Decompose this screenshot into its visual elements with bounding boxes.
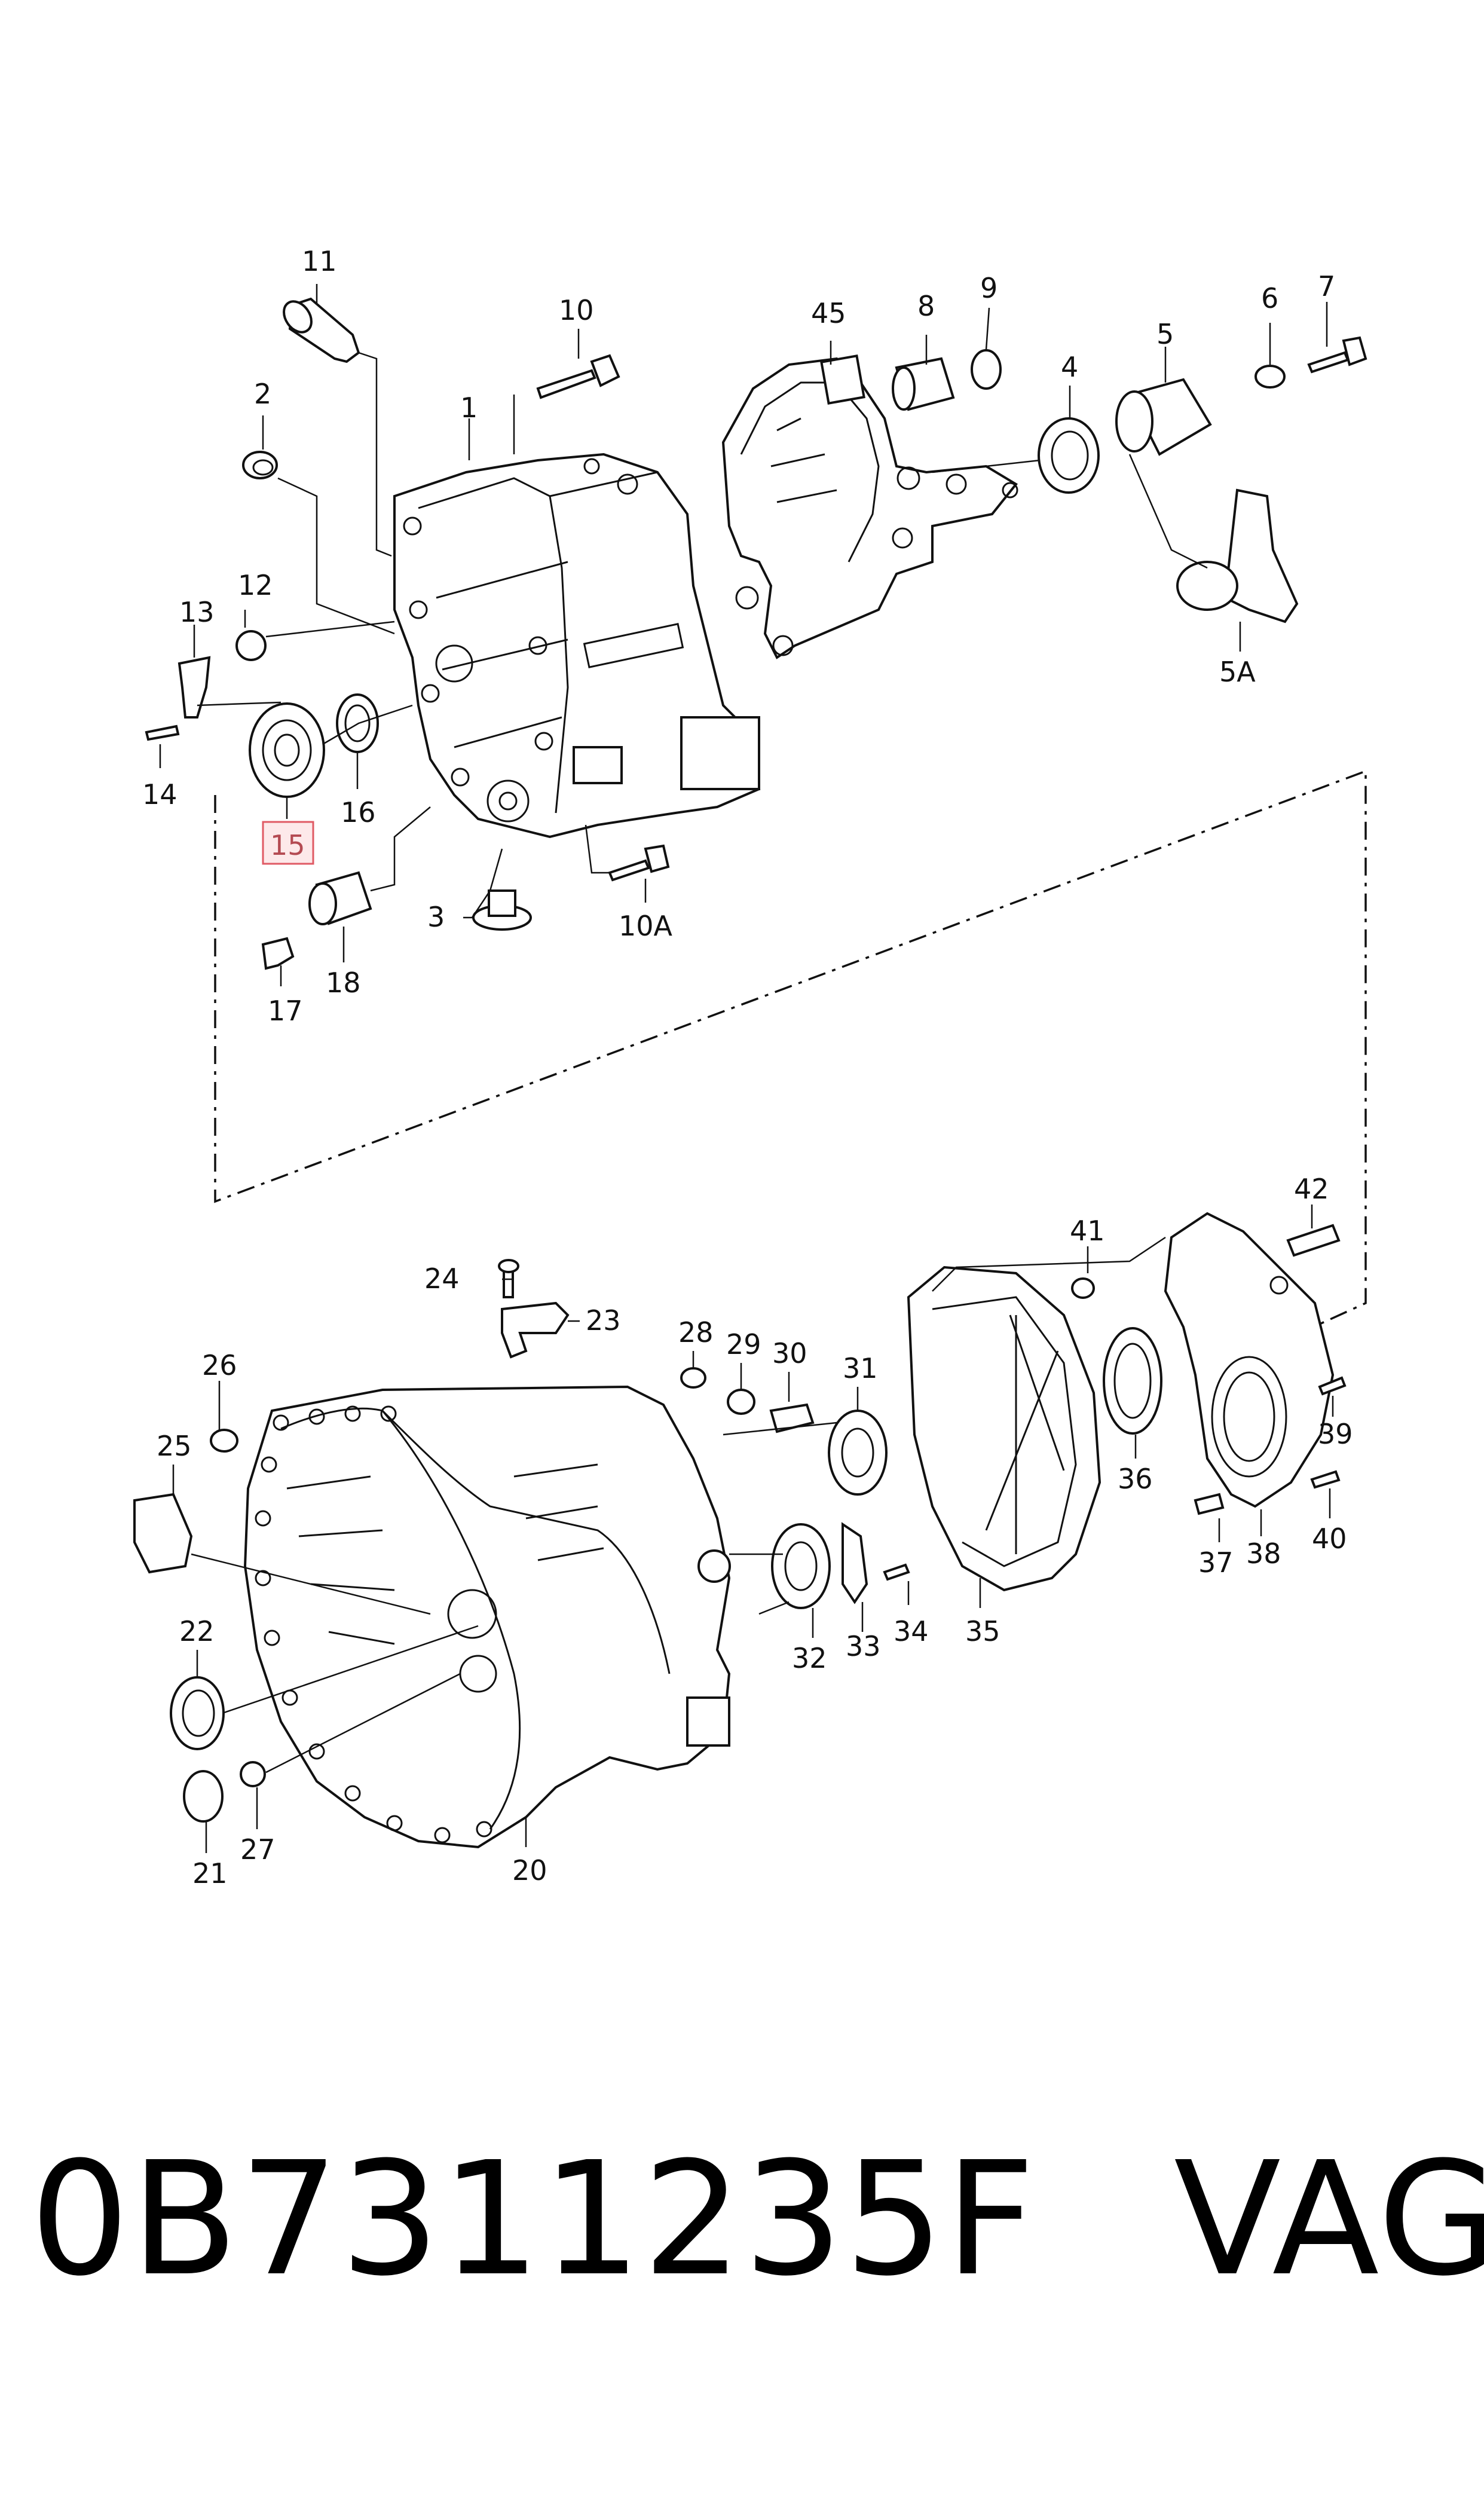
part-26-dowel: [210, 1429, 238, 1453]
leader-lines-upper: [159, 284, 1328, 986]
label-13: 13: [179, 596, 215, 628]
label-35: 35: [965, 1615, 1000, 1647]
part-24-bolt: [498, 1259, 519, 1298]
label-5: 5: [1156, 318, 1174, 350]
label-38: 38: [1246, 1537, 1281, 1570]
part-27-nut: [240, 1761, 266, 1787]
label-36: 36: [1118, 1463, 1153, 1495]
label-40: 40: [1312, 1523, 1347, 1555]
label-6: 6: [1261, 282, 1278, 314]
part-23-sensor: [501, 1301, 570, 1359]
label-18: 18: [326, 967, 361, 999]
part-number: 0B7311235F: [30, 2128, 1036, 2310]
label-5a: 5A: [1219, 656, 1256, 688]
part-45-shift-cover: [721, 354, 1018, 659]
part-22-seal: [170, 1676, 225, 1750]
part-10a-bolt: [608, 844, 670, 882]
label-27: 27: [240, 1833, 276, 1866]
label-8: 8: [917, 290, 935, 322]
part-12-sleeve: [235, 630, 267, 661]
label-4: 4: [1061, 351, 1078, 383]
label-31: 31: [843, 1352, 878, 1384]
part-17-lever: [261, 937, 295, 970]
part-15-bearing: [249, 702, 325, 798]
label-9: 9: [980, 272, 998, 304]
group-boundary-line: [214, 769, 1367, 1334]
part-5-flange: [1115, 378, 1212, 456]
label-16: 16: [341, 796, 376, 829]
label-34: 34: [894, 1615, 929, 1647]
label-17: 17: [268, 995, 303, 1027]
label-15: 15: [270, 829, 305, 861]
label-2: 2: [254, 378, 271, 410]
part-3-mount: [472, 889, 532, 931]
part-34-bolt: [883, 1563, 910, 1581]
bellhousing-bolt-holes: [255, 1405, 492, 1844]
label-33: 33: [846, 1630, 881, 1662]
part-6-washer: [1254, 365, 1286, 389]
label-24: 24: [424, 1262, 460, 1295]
label-39: 39: [1318, 1418, 1353, 1450]
part-40-bolt: [1310, 1470, 1341, 1489]
part-29-sleeve: [727, 1389, 755, 1415]
part-36-seal: [1103, 1327, 1162, 1435]
footer-caption: 0B7311235F VAG: [30, 2128, 1484, 2310]
label-42: 42: [1294, 1173, 1329, 1205]
part-18-needle-bearing: [308, 871, 372, 925]
part-1-gearbox-housing: [393, 453, 761, 839]
part-32-bearing: [771, 1523, 831, 1609]
label-45: 45: [811, 297, 846, 329]
part-4-seal: [1038, 417, 1100, 494]
label-14: 14: [142, 778, 178, 811]
label-41: 41: [1070, 1215, 1105, 1247]
label-11: 11: [302, 245, 337, 277]
part-9-circlip: [971, 349, 1002, 390]
part-7-bolt: [1307, 336, 1367, 374]
label-10: 10: [559, 294, 594, 326]
part-13-lever: [178, 656, 211, 719]
part-31-bearing: [828, 1410, 888, 1496]
part-28-dowel: [680, 1367, 706, 1389]
label-29: 29: [726, 1328, 761, 1361]
part-39-bolt: [1318, 1376, 1347, 1396]
part-41-dowel: [1071, 1277, 1095, 1299]
part-35-intermediate-cover: [907, 1265, 1101, 1592]
label-20: 20: [512, 1854, 547, 1887]
label-22: 22: [179, 1615, 215, 1647]
part-2-plug: [242, 451, 278, 479]
brand-name: VAG: [1173, 2128, 1484, 2310]
label-12: 12: [238, 569, 273, 601]
part-38-rear-cover: [1164, 1212, 1335, 1508]
part-11-breather-cap: [283, 297, 360, 363]
part-25-rubber-mount: [133, 1493, 193, 1574]
leader-lines-lower: [172, 1204, 1334, 1853]
label-26: 26: [202, 1349, 237, 1381]
label-1: 1: [460, 392, 478, 424]
label-15-highlight: [262, 821, 314, 865]
label-3: 3: [427, 901, 445, 933]
part-37-dowel: [1194, 1493, 1225, 1515]
part-42-pin: [1286, 1224, 1341, 1257]
label-30: 30: [772, 1337, 807, 1369]
part-5a-flange: [1176, 488, 1299, 623]
label-32: 32: [792, 1642, 827, 1674]
label-25: 25: [157, 1430, 192, 1462]
part-33-retainer: [842, 1522, 868, 1604]
label-21: 21: [192, 1857, 228, 1890]
part-8-bush: [892, 357, 955, 411]
part-labels: 11 10 45 8 9 6 7 5 4 1 2 5A 12 13 14 15 …: [142, 245, 1353, 1890]
label-7: 7: [1318, 270, 1335, 302]
part-30-pin: [769, 1403, 815, 1433]
part-21-plug: [183, 1770, 224, 1823]
label-10a: 10A: [619, 910, 673, 942]
part-10-bolt: [536, 354, 620, 399]
label-23: 23: [586, 1304, 621, 1337]
part-14-bolt: [145, 724, 180, 741]
part-20-bellhousing: [243, 1385, 731, 1849]
label-37: 37: [1198, 1546, 1234, 1579]
label-28: 28: [678, 1316, 714, 1349]
